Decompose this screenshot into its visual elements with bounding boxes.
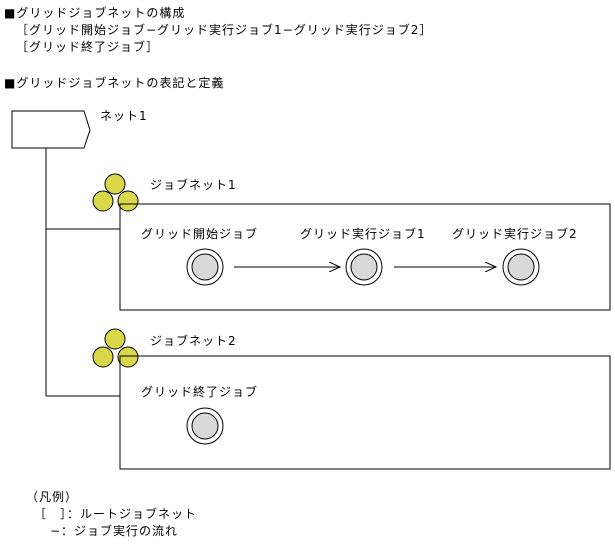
jobnet-1-box: [119, 203, 611, 311]
job-label-start: グリッド開始ジョブ: [141, 226, 258, 241]
legend-item-flow: −：ジョブ実行の流れ: [50, 524, 179, 538]
composition-heading: ■グリッドジョブネットの構成: [4, 6, 186, 20]
composition-line-2: ［グリッド終了ジョブ］: [16, 40, 160, 54]
job-label-exec-1: グリッド実行ジョブ1: [300, 226, 426, 241]
jobnet-2-label: ジョブネット2: [150, 333, 237, 348]
jobnet-2-box: [119, 355, 611, 470]
composition-line-1: ［グリッド開始ジョブ−グリッド実行ジョブ1−グリッド実行ジョブ2］: [16, 23, 433, 37]
job-icon-exec-1: [345, 248, 383, 286]
legend-title: （凡例）: [26, 490, 79, 504]
net-label: ネット1: [100, 109, 148, 123]
job-icon-exec-2: [502, 248, 540, 286]
job-icon-start: [186, 248, 224, 286]
jobnet-1-label: ジョブネット1: [150, 177, 237, 192]
job-label-end: グリッド終了ジョブ: [141, 384, 258, 399]
job-icon-end: [186, 407, 224, 445]
jobnet-2-icon: [92, 328, 139, 368]
legend-item-root-jobnet: ［ ］：ルートジョブネット: [34, 507, 198, 521]
job-label-exec-2: グリッド実行ジョブ2: [452, 226, 578, 241]
net-icon: [11, 110, 91, 149]
notation-heading: ■グリッドジョブネットの表記と定義: [4, 76, 225, 90]
jobnet-1-icon: [92, 173, 139, 212]
